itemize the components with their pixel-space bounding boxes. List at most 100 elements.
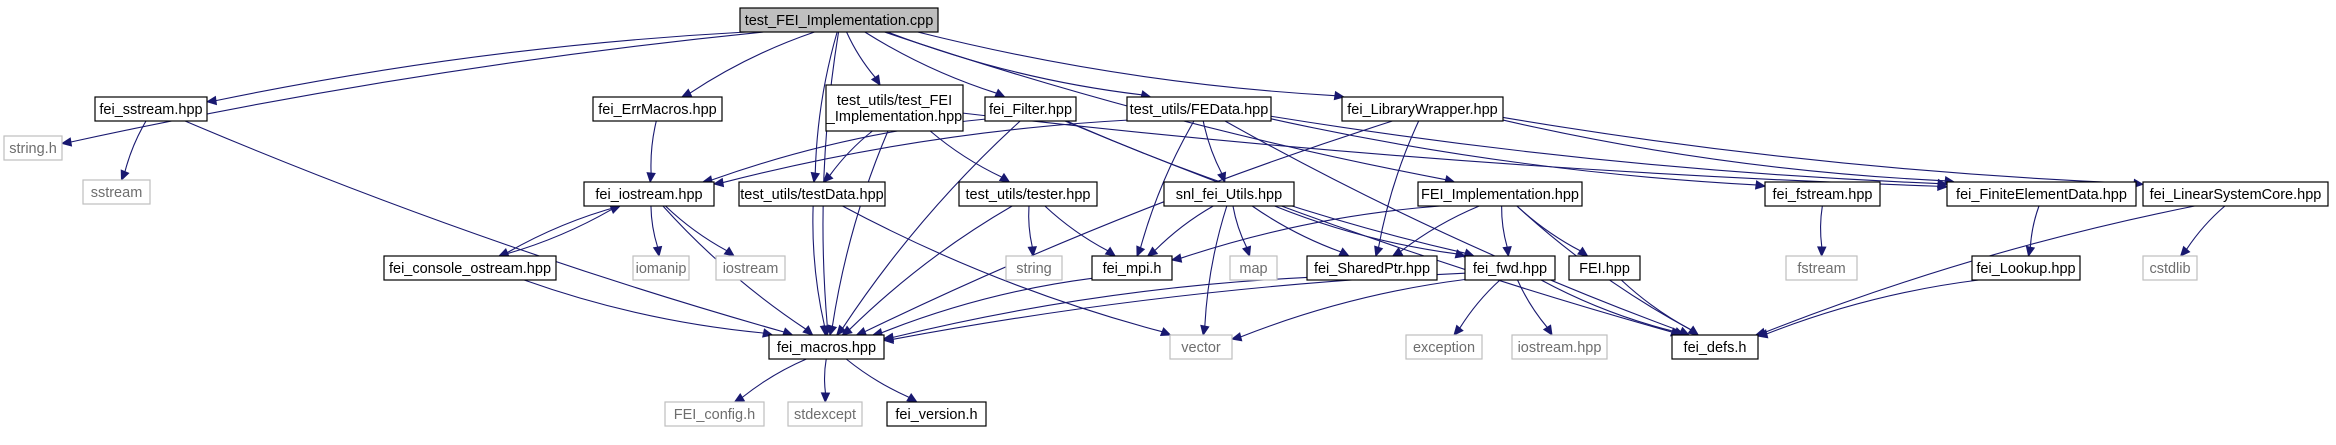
edge-fei_mpi-to-fei_macros — [871, 277, 1093, 338]
node-label: sstream — [91, 185, 143, 201]
edge-line — [70, 31, 764, 143]
edge-line — [1044, 205, 1109, 252]
edge-arrowhead — [646, 172, 656, 184]
edge-fei_fwd-to-fei_macros — [882, 272, 1466, 345]
edge-fei_macros-to-fei_config — [733, 358, 807, 403]
node-label: fei_ErrMacros.hpp — [598, 102, 716, 118]
node-box — [1764, 181, 1881, 207]
edge-root-to-string_h — [60, 31, 764, 147]
node-root[interactable]: test_FEI_Implementation.cpp — [739, 7, 939, 33]
edge-line — [1517, 279, 1548, 328]
node-tester[interactable]: test_utils/tester.hpp — [958, 181, 1098, 207]
edge-fei_fwd-to-vector — [1230, 278, 1466, 342]
node-fei_macros[interactable]: fei_macros.hpp — [768, 334, 885, 360]
edge-arrowhead — [994, 88, 1006, 98]
edge-arrowhead — [120, 169, 130, 182]
edge-line — [741, 358, 807, 398]
edge-fei_fedata-to-fei_lookup — [2025, 205, 2040, 258]
node-label: test_utils/testData.hpp — [740, 187, 883, 203]
node-box — [1464, 255, 1556, 281]
node-testdata[interactable]: test_utils/testData.hpp — [738, 181, 886, 207]
node-snl_fei_utils[interactable]: snl_fei_Utils.hpp — [1163, 181, 1295, 207]
node-label: fei_macros.hpp — [777, 340, 876, 356]
node-fei_lookup[interactable]: fei_Lookup.hpp — [1971, 255, 2081, 281]
edge-arrowhead — [998, 172, 1011, 183]
edge-arrowhead — [802, 325, 814, 336]
edge-fei_impl-to-fei_sharedptr — [1391, 205, 1480, 257]
edge-arrowhead — [1230, 332, 1243, 342]
edge-line — [842, 120, 1021, 329]
node-fei_mpi[interactable]: fei_mpi.h — [1091, 255, 1173, 281]
node-box — [739, 7, 939, 33]
edge-arrowhead — [870, 74, 881, 87]
node-fei_console[interactable]: fei_console_ostream.hpp — [383, 255, 557, 281]
edge-line — [822, 31, 840, 327]
edge-line — [1140, 120, 1195, 248]
node-fei_version[interactable]: fei_version.h — [886, 401, 987, 427]
edge-line — [665, 205, 728, 252]
edge-line — [849, 205, 1013, 330]
node-map: map — [1229, 255, 1278, 281]
node-fei_lscore[interactable]: fei_LinearSystemCore.hpp — [2142, 181, 2329, 207]
edge-line — [2029, 205, 2040, 248]
node-fei_impl[interactable]: FEI_Implementation.hpp — [1417, 181, 1583, 207]
node-fstream: fstream — [1785, 255, 1858, 281]
node-string: string — [1005, 255, 1063, 281]
edge-fei_iostream-to-iostream — [665, 205, 736, 257]
edge-arrowhead — [1391, 247, 1404, 257]
edge-arrowhead — [1338, 247, 1350, 257]
node-fei_sstream[interactable]: fei_sstream.hpp — [94, 96, 208, 122]
edge-line — [845, 358, 910, 398]
node-label: exception — [1413, 340, 1475, 356]
node-iomanip: iomanip — [632, 255, 690, 281]
node-fei_fedata[interactable]: fei_FiniteElementData.hpp — [1946, 181, 2137, 207]
node-test_fei_impl[interactable]: test_utils/test_FEI_Implementation.hpp — [825, 84, 964, 132]
node-box — [787, 401, 863, 427]
edge-arrowhead — [2025, 245, 2036, 258]
node-exception: exception — [1405, 334, 1483, 360]
node-fei_fstream[interactable]: fei_fstream.hpp — [1764, 181, 1881, 207]
edge-fei_sstream-to-sstream — [120, 120, 147, 182]
edge-arrowhead — [1754, 180, 1767, 190]
node-fei_libwrapper[interactable]: fei_LibraryWrapper.hpp — [1341, 96, 1504, 122]
node-fei_iostream[interactable]: fei_iostream.hpp — [583, 181, 715, 207]
edge-fei_impl-to-fei_mpi — [1170, 205, 1441, 263]
edge-arrowhead — [1542, 324, 1553, 337]
edge-root-to-testdata — [810, 31, 838, 184]
node-label: snl_fei_Utils.hpp — [1176, 187, 1282, 203]
edge-line — [1459, 279, 1501, 329]
edge-arrowhead — [1687, 325, 1700, 336]
node-fei_sharedptr[interactable]: fei_SharedPtr.hpp — [1306, 255, 1438, 281]
edge-arrowhead — [712, 177, 725, 188]
node-sstream: sstream — [82, 179, 151, 205]
node-label: test_utils/FEData.hpp — [1130, 102, 1269, 118]
node-box — [383, 255, 557, 281]
edge-fei_lookup-to-fei_defs — [1756, 279, 1979, 339]
node-vector: vector — [1169, 334, 1233, 360]
node-box — [82, 179, 151, 205]
edge-arrowhead — [1200, 324, 1210, 337]
node-fei_defs[interactable]: fei_defs.h — [1671, 334, 1759, 360]
edge-line — [2186, 205, 2226, 250]
node-label: cstdlib — [2149, 261, 2190, 277]
edge-fei_fwd-to-exception — [1453, 279, 1501, 336]
node-iostream_hpp: iostream.hpp — [1511, 334, 1608, 360]
node-fei_errmacros[interactable]: fei_ErrMacros.hpp — [592, 96, 723, 122]
edge-snl_fei_utils-to-vector — [1200, 205, 1228, 337]
edge-arrowhead — [1817, 246, 1827, 258]
edge-line — [892, 272, 1466, 340]
node-fei_fwd[interactable]: fei_fwd.hpp — [1464, 255, 1556, 281]
edge-root-to-fei_errmacros — [680, 31, 815, 98]
edge-line — [1204, 205, 1228, 327]
node-fei_filter[interactable]: fei_Filter.hpp — [984, 96, 1077, 122]
edge-root-to-fei_libwrapper — [917, 31, 1346, 101]
node-box — [1405, 334, 1483, 360]
node-label: string.h — [9, 141, 57, 157]
edge-line — [1766, 279, 1979, 335]
edge-line — [1270, 118, 1757, 186]
node-fedata[interactable]: test_utils/FEData.hpp — [1126, 96, 1272, 122]
node-fei_hpp[interactable]: FEI.hpp — [1568, 255, 1641, 281]
edge-fei_filter-to-fei_macros — [835, 120, 1021, 336]
edge-line — [1274, 205, 1457, 255]
edge-snl_fei_utils-to-fei_fwd — [1274, 205, 1467, 259]
